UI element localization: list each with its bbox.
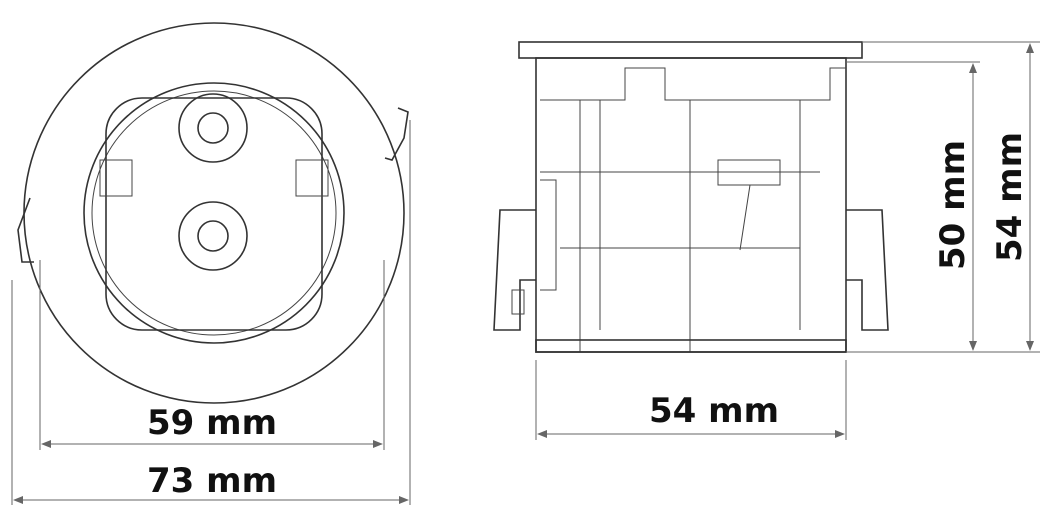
inner-ring	[83, 82, 345, 344]
earth-contact-left	[99, 159, 133, 197]
inner-diameter-label: 59 mm	[147, 403, 277, 443]
spring-clip-right	[384, 107, 409, 161]
clip-left	[493, 209, 536, 331]
spring-clip-left	[17, 197, 34, 263]
width-label: 54 mm	[649, 391, 779, 431]
earth-contact-right	[295, 159, 329, 197]
side-view: 54 mm 50 mm 54 mm	[493, 41, 1040, 440]
socket-face	[105, 97, 323, 331]
front-view: 59 mm 73 mm	[11, 22, 411, 505]
outer-diameter-label: 73 mm	[147, 461, 277, 501]
outer-rim	[23, 22, 405, 404]
total-height-label: 54 mm	[990, 132, 1030, 262]
clip-right	[846, 209, 889, 331]
top-plate	[518, 41, 863, 59]
socket-hole-top	[178, 93, 248, 163]
spring	[540, 179, 557, 291]
body-height-label: 50 mm	[933, 140, 973, 270]
socket-hole-bottom	[178, 201, 248, 271]
